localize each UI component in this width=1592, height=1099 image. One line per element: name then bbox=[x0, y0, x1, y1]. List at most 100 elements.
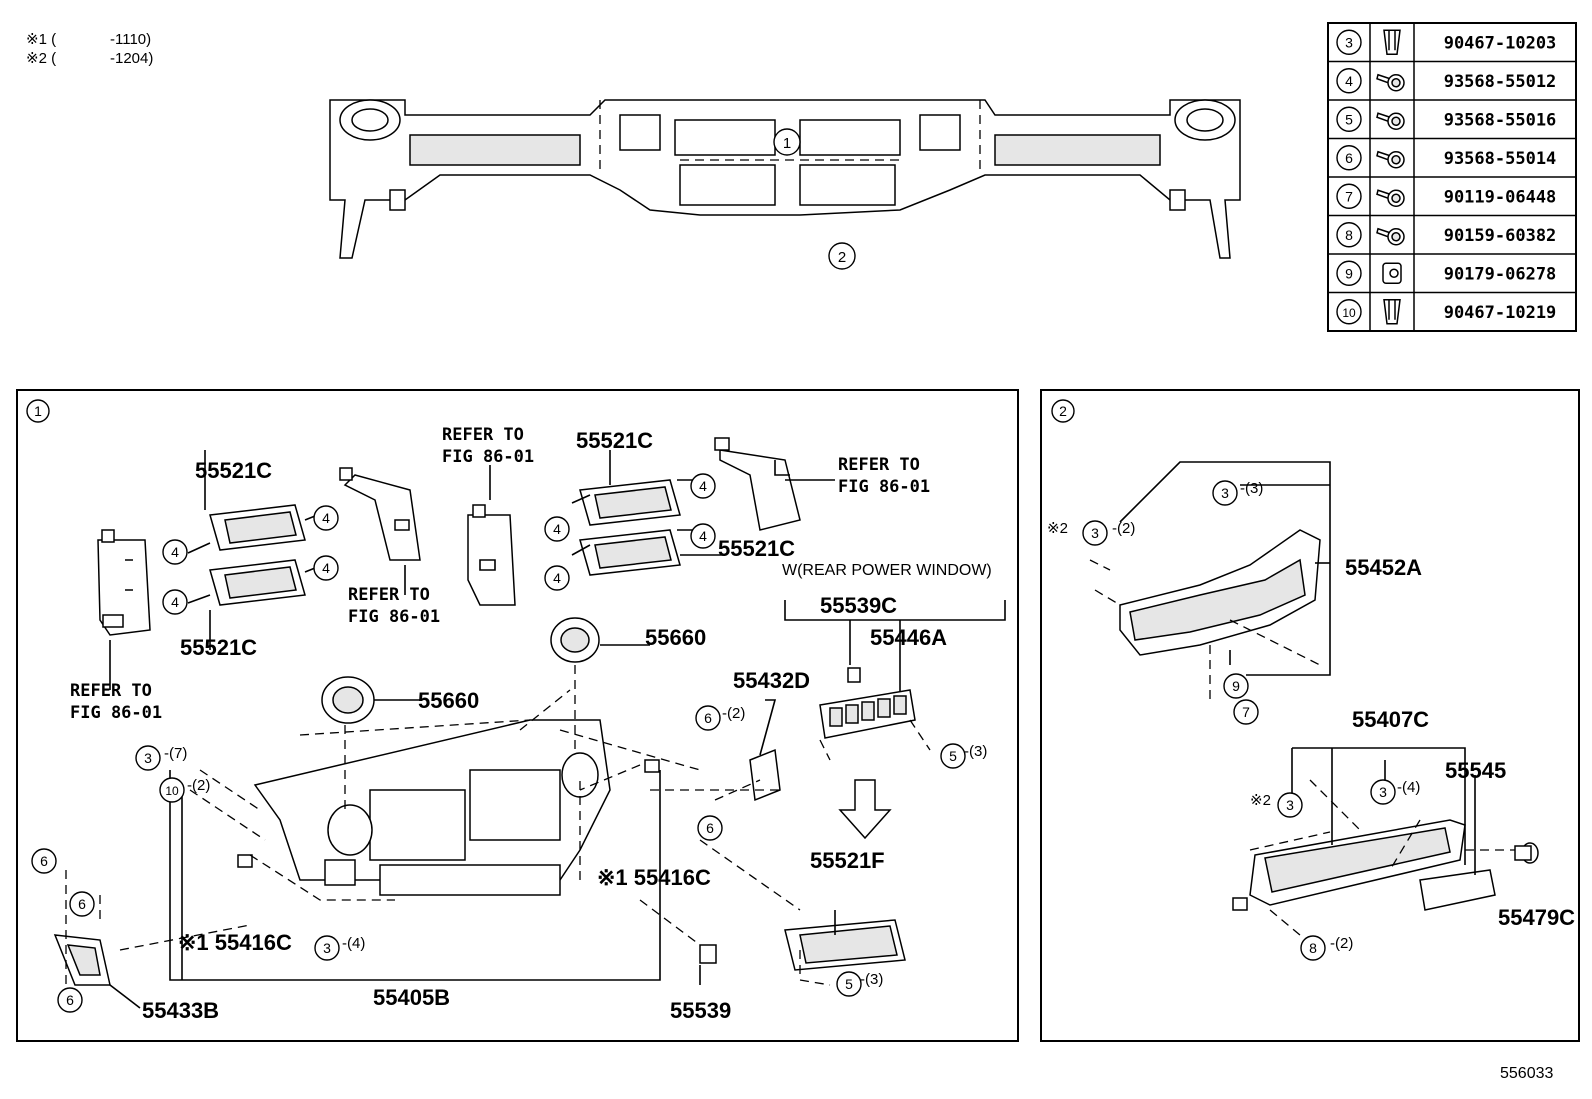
callout-circle: 4 bbox=[690, 473, 716, 499]
fastener-ref: 4 bbox=[1345, 73, 1353, 89]
center-cluster-55405b bbox=[253, 719, 611, 896]
screw-icon bbox=[1376, 73, 1405, 92]
mark-note-2-b: ※2 bbox=[1250, 792, 1271, 809]
callout-circle: 4 bbox=[690, 523, 716, 549]
bracket-left bbox=[97, 529, 151, 636]
fastener-part-number: 90119-06448 bbox=[1444, 187, 1557, 207]
panel-1-number: 1 bbox=[34, 403, 42, 419]
clip-55416c-left bbox=[237, 854, 253, 868]
callout-number: 4 bbox=[322, 560, 330, 576]
pocket-55521c-upper-left bbox=[209, 504, 306, 551]
callout-number: 6 bbox=[706, 820, 714, 836]
ref-circle bbox=[1336, 29, 1362, 55]
label-55432d: 55432D bbox=[733, 668, 810, 693]
lower-panel-55452a bbox=[1119, 529, 1321, 656]
qty-3-2: -(2) bbox=[1112, 520, 1135, 537]
refer-3-line2: FIG 86-01 bbox=[442, 447, 534, 467]
callout-1 bbox=[773, 128, 801, 156]
panel-1-frame bbox=[16, 389, 1019, 1042]
qty-3-7: -(7) bbox=[164, 745, 187, 762]
qty-3-4-panel2: -(4) bbox=[1397, 779, 1420, 796]
bolt-icon bbox=[1376, 227, 1405, 246]
fastener-ref: 9 bbox=[1345, 265, 1353, 281]
callout-number: 6 bbox=[66, 992, 74, 1008]
callout-number: 4 bbox=[322, 510, 330, 526]
label-55521c-a: 55521C bbox=[195, 458, 272, 483]
note-1-mark: ※1 ( bbox=[26, 31, 56, 48]
refer-3-line1: REFER TO bbox=[442, 425, 524, 445]
note-2-mark: ※2 ( bbox=[26, 50, 56, 67]
callout-circle: 9 bbox=[1223, 673, 1249, 699]
direction-arrow bbox=[838, 779, 892, 840]
callout-circle: 6 bbox=[57, 987, 83, 1013]
leader-lines-panel-1 bbox=[65, 450, 1006, 1009]
label-55660-a: 55660 bbox=[645, 625, 706, 650]
label-55416c-a: ※1 55416C bbox=[597, 865, 711, 890]
qty-5-3-a: -(3) bbox=[964, 743, 987, 760]
bolt-icon bbox=[1376, 189, 1405, 207]
nut-icon bbox=[1382, 262, 1402, 284]
callout-number: 6 bbox=[40, 853, 48, 869]
callout-number: 4 bbox=[699, 478, 707, 494]
callout-circle: 3 bbox=[1212, 480, 1238, 506]
pocket-55521c-lower-left bbox=[209, 559, 306, 606]
label-55539c: 55539C bbox=[820, 593, 897, 618]
qty-3-3: -(3) bbox=[1240, 480, 1263, 497]
ref-circle bbox=[1336, 299, 1362, 325]
figure-number: 556033 bbox=[1500, 1065, 1553, 1082]
fastener-part-number: 90159-60382 bbox=[1444, 226, 1557, 246]
qty-10-2: -(2) bbox=[187, 777, 210, 794]
pocket-55521c-upper-right bbox=[579, 479, 681, 526]
panel-2-number: 2 bbox=[1059, 403, 1067, 419]
callout-circle: 8 bbox=[1300, 935, 1326, 961]
callout-circle: 5 bbox=[940, 743, 966, 769]
callout-number: 4 bbox=[699, 528, 707, 544]
fastener-ref: 5 bbox=[1345, 111, 1353, 127]
vent-55660-upper bbox=[550, 617, 600, 663]
callout-2-number: 2 bbox=[838, 249, 846, 266]
qty-6-2: -(2) bbox=[722, 705, 745, 722]
label-55452a: 55452A bbox=[1345, 555, 1422, 580]
callout-number: 6 bbox=[704, 710, 712, 726]
ref-circle bbox=[1336, 68, 1362, 94]
callout-number: 4 bbox=[171, 544, 179, 560]
trim-55432d bbox=[749, 748, 781, 802]
glove-box-55407c bbox=[1249, 819, 1466, 906]
callout-number: 7 bbox=[1242, 704, 1250, 720]
callout-circle: 3 bbox=[1277, 792, 1303, 818]
note-1-range: -1110) bbox=[110, 31, 151, 48]
callout-circle: 4 bbox=[162, 539, 188, 565]
note-2-range: -1204) bbox=[110, 50, 153, 67]
leader-lines-panel-2 bbox=[1089, 461, 1515, 936]
callout-number: 4 bbox=[553, 521, 561, 537]
bracket-center-left bbox=[339, 467, 421, 561]
label-55446a: 55446A bbox=[870, 625, 947, 650]
screw-icon bbox=[1376, 150, 1405, 169]
label-55660-b: 55660 bbox=[418, 688, 479, 713]
screw-icon bbox=[1376, 112, 1405, 130]
clip-55539 bbox=[699, 944, 717, 964]
callout-circle: 6 bbox=[695, 705, 721, 731]
switch-panel-55446a bbox=[819, 667, 916, 739]
label-55545: 55545 bbox=[1445, 758, 1506, 783]
callout-circle: 3 bbox=[135, 745, 161, 771]
label-55405b: 55405B bbox=[373, 985, 450, 1010]
vent-55660-lower bbox=[321, 676, 375, 724]
callout-circle: 10 bbox=[159, 777, 185, 803]
callout-number: 3 bbox=[1091, 525, 1099, 541]
fastener-part-number: 93568-55014 bbox=[1444, 149, 1557, 169]
bracket-right bbox=[714, 437, 801, 531]
callout-circle: 4 bbox=[313, 505, 339, 531]
callout-circle: 5 bbox=[836, 971, 862, 997]
ref-circle bbox=[1336, 260, 1362, 286]
refer-4-line1: REFER TO bbox=[838, 455, 920, 475]
label-rear-power-window: W(REAR POWER WINDOW) bbox=[782, 562, 992, 579]
callout-number: 3 bbox=[1379, 784, 1387, 800]
clip-icon bbox=[1383, 299, 1401, 325]
clip-55479c bbox=[1514, 842, 1539, 864]
qty-8-2: -(2) bbox=[1330, 935, 1353, 952]
callout-circle: 4 bbox=[544, 565, 570, 591]
callout-1-number: 1 bbox=[783, 135, 791, 152]
